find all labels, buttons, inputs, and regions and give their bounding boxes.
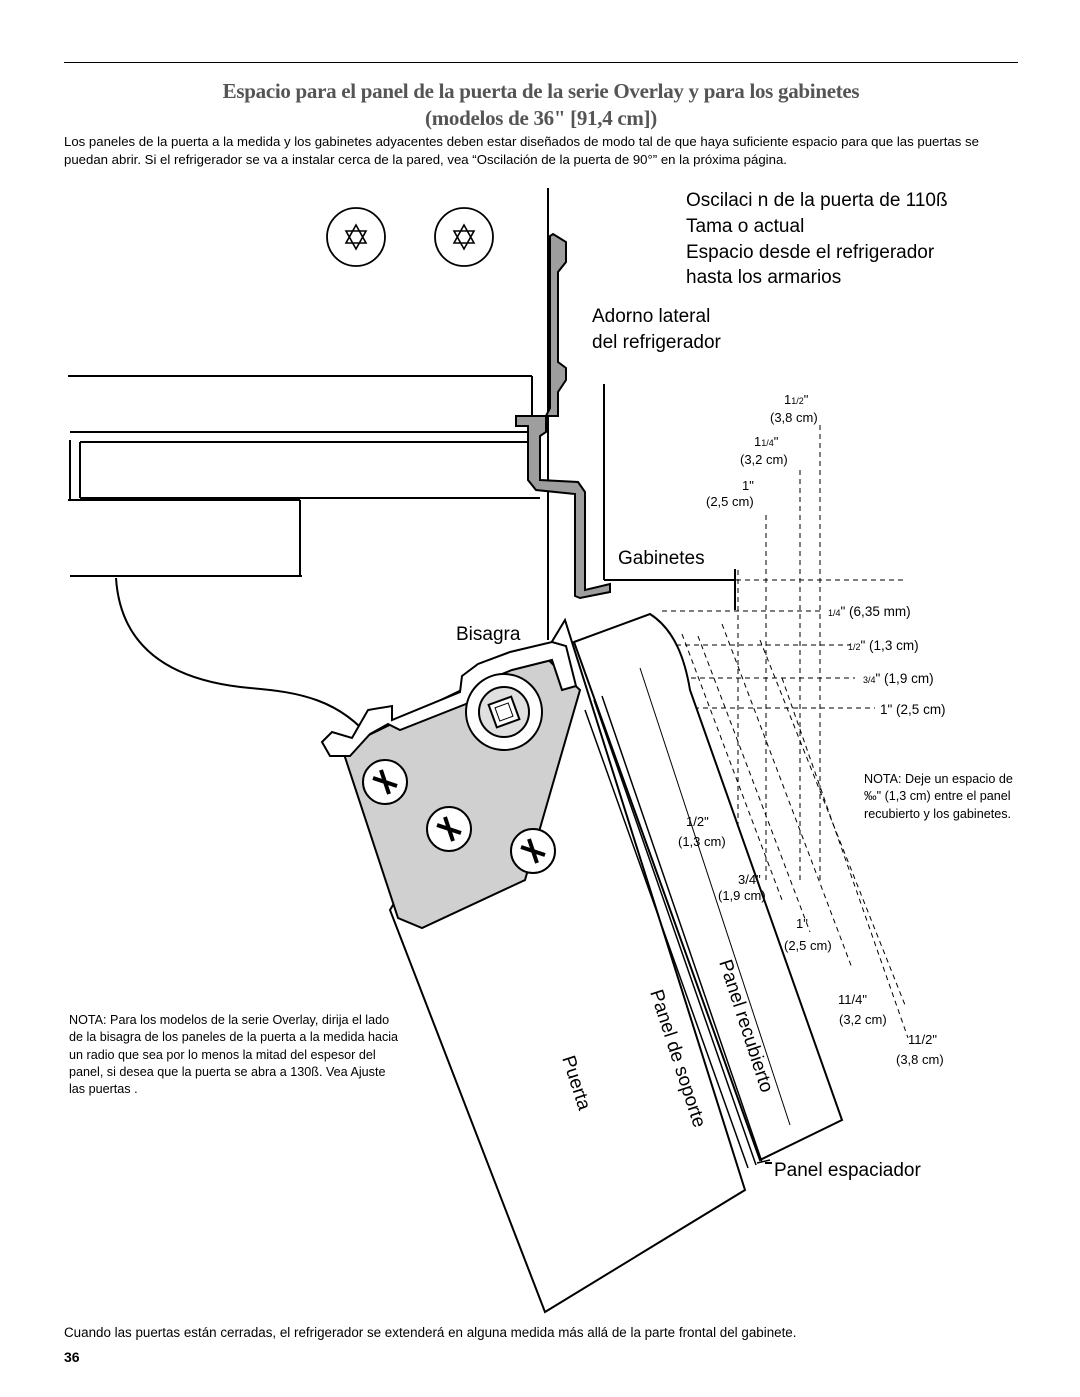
page-number: 36 xyxy=(64,1349,80,1365)
label-swing: Oscilaci n de la puerta de 110ß xyxy=(686,190,948,211)
dim-top-2-in: 11/4" xyxy=(754,434,779,449)
screw-head-left xyxy=(326,207,386,267)
dim-diag-1-in: 1/2" xyxy=(686,814,709,829)
hinge-screw-3 xyxy=(510,828,556,874)
refrigerator-body xyxy=(68,188,549,741)
dim-right-4: 1" (2,5 cm) xyxy=(880,702,946,717)
diagram-labels: Oscilaci n de la puerta de 110ß Tama o a… xyxy=(456,190,948,1181)
dim-top-3-in: 1" xyxy=(742,478,754,493)
dim-right-3: 3/4" (1,9 cm) xyxy=(863,671,934,686)
dim-top-1-cm: (3,8 cm) xyxy=(770,410,818,425)
title-line-1: Espacio para el panel de la puerta de la… xyxy=(222,79,860,103)
label-clearance-1: Espacio desde el refrigerador xyxy=(686,242,935,263)
side-trim xyxy=(515,232,611,600)
label-clearance-2: hasta los armarios xyxy=(686,267,841,288)
dim-diag-2-cm: (1,9 cm) xyxy=(718,888,766,903)
dim-diag-1-cm: (1,3 cm) xyxy=(678,834,726,849)
dims-diagonal: 1/2" (1,3 cm) 3/4" (1,9 cm) 1" (2,5 cm) … xyxy=(678,814,944,1067)
dim-top-3-cm: (2,5 cm) xyxy=(706,494,754,509)
hinge-screw-1 xyxy=(362,759,408,805)
footer-text: Cuando las puertas están cerradas, el re… xyxy=(64,1325,797,1340)
note-right: NOTA: Deje un espacio de ‰" (1,3 cm) ent… xyxy=(864,772,1013,821)
label-trim-2: del refrigerador xyxy=(592,332,722,353)
dim-diag-5-cm: (3,8 cm) xyxy=(896,1052,944,1067)
dims-right: 1/4" (6,35 mm) 1/2" (1,3 cm) 3/4" (1,9 c… xyxy=(828,604,946,717)
top-rule xyxy=(64,62,1018,63)
hinge-screw-2 xyxy=(426,806,472,852)
dim-top-1-in: 11/2" xyxy=(784,392,809,407)
dim-right-2: 1/2" (1,3 cm) xyxy=(848,638,919,653)
page-title: Espacio para el panel de la puerta de la… xyxy=(64,78,1018,132)
title-line-2: (modelos de 36" [91,4 cm]) xyxy=(425,106,657,130)
dim-diag-4-cm: (3,2 cm) xyxy=(839,1012,887,1027)
label-trim-1: Adorno lateral xyxy=(592,306,710,327)
screw-head-right xyxy=(434,207,494,267)
dim-diag-2-in: 3/4" xyxy=(738,872,761,887)
dim-diag-4-in: 11/4" xyxy=(838,992,867,1007)
label-hinge: Bisagra xyxy=(456,624,521,645)
dim-diag-5-in: 11/2" xyxy=(908,1032,937,1047)
label-spacer-panel: Panel espaciador xyxy=(774,1160,921,1181)
label-actual-size: Tama o actual xyxy=(686,216,804,237)
note-left: NOTA: Para los modelos de la serie Overl… xyxy=(69,1013,399,1097)
overlay-panel xyxy=(572,612,844,1162)
dim-diag-3-in: 1" xyxy=(796,916,808,931)
dims-top: 11/2" (3,8 cm) 11/4" (3,2 cm) 1" (2,5 cm… xyxy=(706,392,818,509)
dim-diag-3-cm: (2,5 cm) xyxy=(784,938,832,953)
intro-paragraph: Los paneles de la puerta a la medida y l… xyxy=(64,134,979,167)
dim-top-2-cm: (3,2 cm) xyxy=(740,452,788,467)
dim-right-1: 1/4" (6,35 mm) xyxy=(828,604,911,619)
label-cabinets: Gabinetes xyxy=(618,548,705,569)
